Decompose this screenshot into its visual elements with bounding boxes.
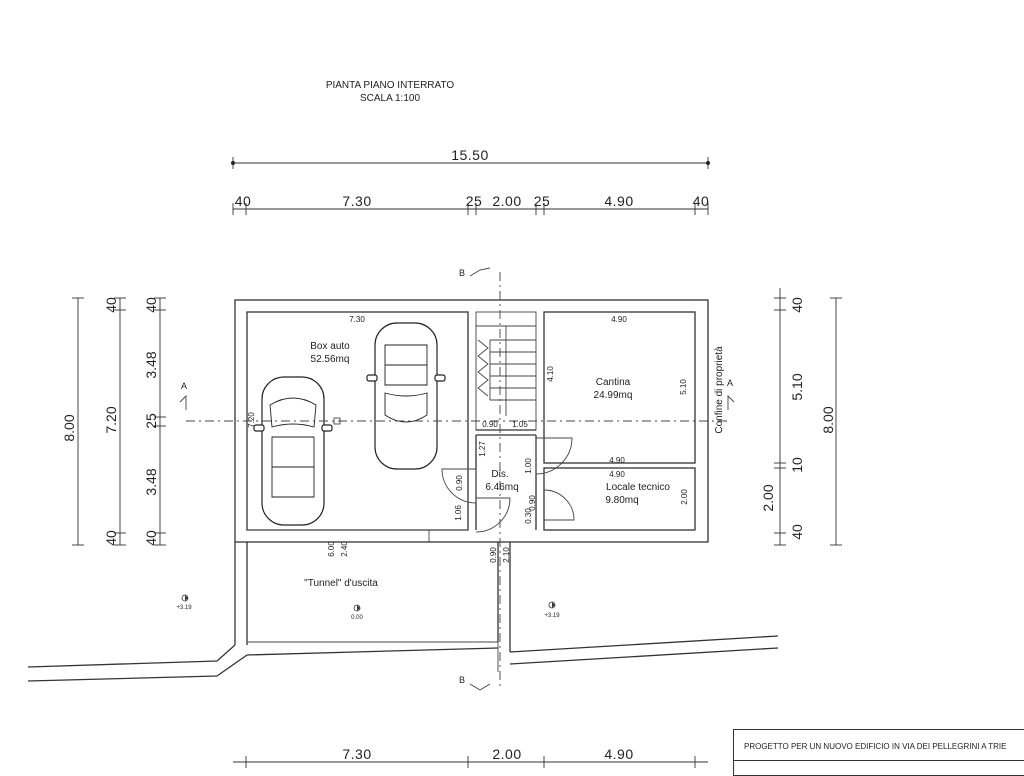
inner-box-height: 7.20 <box>247 412 256 428</box>
left-chain-40-bottom: 40 <box>143 530 159 546</box>
dim-bottom-200: 2.00 <box>492 746 521 762</box>
inner-h030: 0.30 <box>524 508 533 524</box>
level-right-value: +3.19 <box>544 613 560 619</box>
title-block: PROGETTO PER UN NUOVO EDIFICIO IN VIA DE… <box>733 729 1024 776</box>
level-marker-left <box>181 594 189 602</box>
room-cantina-name: Cantina <box>596 377 631 388</box>
level-marker-center <box>353 604 361 612</box>
door-swings <box>441 437 575 533</box>
right-chain-40-bottom: 40 <box>789 524 805 540</box>
inner-w090: 0.90 <box>482 420 498 429</box>
section-a-left: A <box>181 381 187 391</box>
dim-top-200: 2.00 <box>492 193 521 209</box>
inner-h127: 1.27 <box>478 441 487 457</box>
right-chain-200: 2.00 <box>760 484 776 511</box>
right-chain-510: 5.10 <box>789 373 805 400</box>
inner-door090-right: 0.90 <box>528 495 537 511</box>
right-overall-label: 8.00 <box>820 406 836 433</box>
level-left-value: +3.19 <box>176 605 192 611</box>
dim-top-40-left: 40 <box>235 193 252 209</box>
section-a-right: A <box>727 378 733 388</box>
left-top-40: 40 <box>103 297 119 313</box>
inner-stair-height: 4.10 <box>546 366 555 382</box>
dim-top-25-left: 25 <box>466 193 483 209</box>
inner-h106: 1.06 <box>454 505 463 521</box>
dim-top-40-right: 40 <box>693 193 710 209</box>
property-line-label: Confine di proprietà <box>714 346 725 434</box>
left-overall-label: 8.00 <box>61 414 77 441</box>
inner-h100: 1.00 <box>524 458 533 474</box>
left-middle-label: 7.20 <box>103 406 119 433</box>
inner-cantina-height: 5.10 <box>679 379 688 395</box>
right-chain-40-top: 40 <box>789 297 805 313</box>
room-tunnel-name: "Tunnel" d'uscita <box>304 578 378 589</box>
tunnel-dim-240: 2.40 <box>340 541 349 557</box>
section-lines <box>179 267 735 691</box>
plan-title: PIANTA PIANO INTERRATO <box>326 80 455 91</box>
dim-top-490: 4.90 <box>604 193 633 209</box>
section-b-bottom: B <box>459 675 465 685</box>
tunnel-dim-090: 0.90 <box>489 547 498 563</box>
room-locale-tecnico-area: 9.80mq <box>605 495 638 506</box>
room-locale-tecnico-name: Locale tecnico <box>606 482 670 493</box>
plan-scale: SCALA 1:100 <box>360 93 420 104</box>
left-bottom-40: 40 <box>103 530 119 546</box>
top-dimension-chain: 40 7.30 25 2.00 25 4.90 40 <box>232 193 710 215</box>
title-block-project: PROGETTO PER UN NUOVO EDIFICIO IN VIA DE… <box>744 742 1007 751</box>
dim-bottom-730: 7.30 <box>342 746 371 762</box>
dim-top-730: 7.30 <box>342 193 371 209</box>
right-dimensions: 40 5.10 10 2.00 40 8.00 <box>760 288 842 546</box>
level-marker-right <box>548 601 556 609</box>
left-chain-40-top: 40 <box>143 297 159 313</box>
inner-lower-width-b: 4.90 <box>609 470 625 479</box>
tunnel-ramp <box>27 542 779 682</box>
car-right <box>366 322 446 470</box>
room-box-auto-area: 52.56mq <box>311 354 350 365</box>
right-chain-10: 10 <box>789 457 805 473</box>
dim-bottom-490: 4.90 <box>604 746 633 762</box>
room-dis-name: Dis. <box>491 469 508 480</box>
dim-top-25-right: 25 <box>534 193 551 209</box>
left-chain-25: 25 <box>143 413 159 429</box>
inner-locale-height: 2.00 <box>680 489 689 505</box>
top-overall-dimension: 15.50 <box>231 147 710 169</box>
car-left <box>253 376 333 526</box>
room-dis-area: 6.46mq <box>485 482 518 493</box>
section-b-top: B <box>459 268 465 278</box>
room-cantina-area: 24.99mq <box>594 390 633 401</box>
title-block-divider <box>734 760 1024 761</box>
inner-cantina-width: 4.90 <box>611 315 627 324</box>
tunnel-dim-600: 6.00 <box>327 541 336 557</box>
inner-w105: 1.05 <box>512 420 528 429</box>
left-chain-348-top: 3.48 <box>143 351 159 378</box>
inner-door090-left: 0.90 <box>455 475 464 491</box>
left-dimensions: 8.00 7.20 40 40 40 3.48 25 3.48 40 <box>61 297 166 546</box>
inner-lower-width-a: 4.90 <box>609 456 625 465</box>
tunnel-dim-210: 2.10 <box>502 547 511 563</box>
room-box-auto-name: Box auto <box>310 341 350 352</box>
inner-box-width: 7.30 <box>349 315 365 324</box>
bottom-dimension-chain: 7.30 2.00 4.90 <box>233 746 708 768</box>
level-center-value: 0.00 <box>351 615 363 621</box>
overall-width-label: 15.50 <box>451 147 489 163</box>
staircase <box>476 325 536 416</box>
left-chain-348-bottom: 3.48 <box>143 468 159 495</box>
